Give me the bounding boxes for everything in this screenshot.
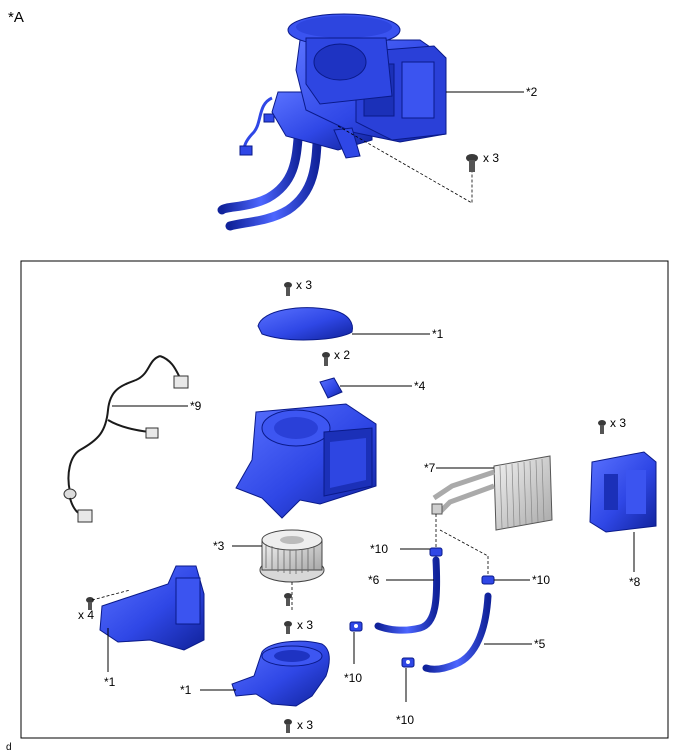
- callout-screws-top: x 3: [483, 151, 499, 165]
- callout-cover: *1: [432, 327, 444, 341]
- clamp-icon: [401, 657, 415, 668]
- wire-harness-drawing: [63, 355, 189, 523]
- callout-clamp-c: *10: [344, 671, 362, 685]
- lower-blower-case-drawing: [231, 640, 330, 707]
- blower-housing-drawing: [235, 403, 377, 519]
- callout-tube-b: *5: [534, 637, 546, 651]
- callout-duct: *1: [104, 675, 116, 689]
- drain-hose-drawing: [422, 592, 492, 673]
- callout-case: *8: [629, 575, 641, 589]
- screw-icon: [322, 352, 330, 366]
- callout-clamp-b: *10: [532, 573, 550, 587]
- air-duct-drawing: [99, 565, 205, 651]
- callout-blower-motor: *3: [213, 539, 225, 553]
- callout-resistor-screws: x 2: [334, 348, 350, 362]
- callout-clamp-d: *10: [396, 713, 414, 727]
- screw-icon: [284, 719, 292, 733]
- callout-assembly: *2: [526, 85, 538, 99]
- callout-evaporator: *7: [424, 461, 436, 475]
- view-label: *A: [8, 9, 24, 26]
- callout-duct-screws: x 4: [78, 608, 94, 622]
- callout-cover-screws: x 3: [296, 278, 312, 292]
- clamp-icon: [429, 547, 443, 557]
- exploded-view-frame: [20, 260, 669, 739]
- callout-clamp-a: *10: [370, 542, 388, 556]
- case-cover-drawing: [589, 451, 657, 533]
- callout-resistor: *4: [414, 379, 426, 393]
- drain-hose-drawing: [374, 556, 441, 634]
- callout-lower-case: *1: [180, 683, 192, 697]
- screw-icon: [86, 597, 94, 610]
- callout-tube-a: *6: [368, 573, 380, 587]
- screw-icon: [284, 593, 292, 634]
- callout-motor-screws: x 3: [297, 618, 313, 632]
- callout-lower-screws: x 3: [297, 718, 313, 732]
- callout-harness: *9: [190, 399, 202, 413]
- corner-code: d: [6, 742, 12, 753]
- clamp-icon: [349, 621, 363, 632]
- blower-motor-drawing: [259, 529, 325, 583]
- blower-cover-drawing: [257, 307, 353, 341]
- clamp-icon: [481, 575, 495, 585]
- callout-case-screws: x 3: [610, 416, 626, 430]
- screw-icon: [598, 420, 606, 434]
- screw-icon: [466, 154, 478, 172]
- screw-icon: [284, 282, 292, 296]
- blower-resistor-drawing: [319, 377, 343, 399]
- blower-unit-assembly-drawing: [217, 13, 447, 231]
- evaporator-drawing: [431, 455, 553, 531]
